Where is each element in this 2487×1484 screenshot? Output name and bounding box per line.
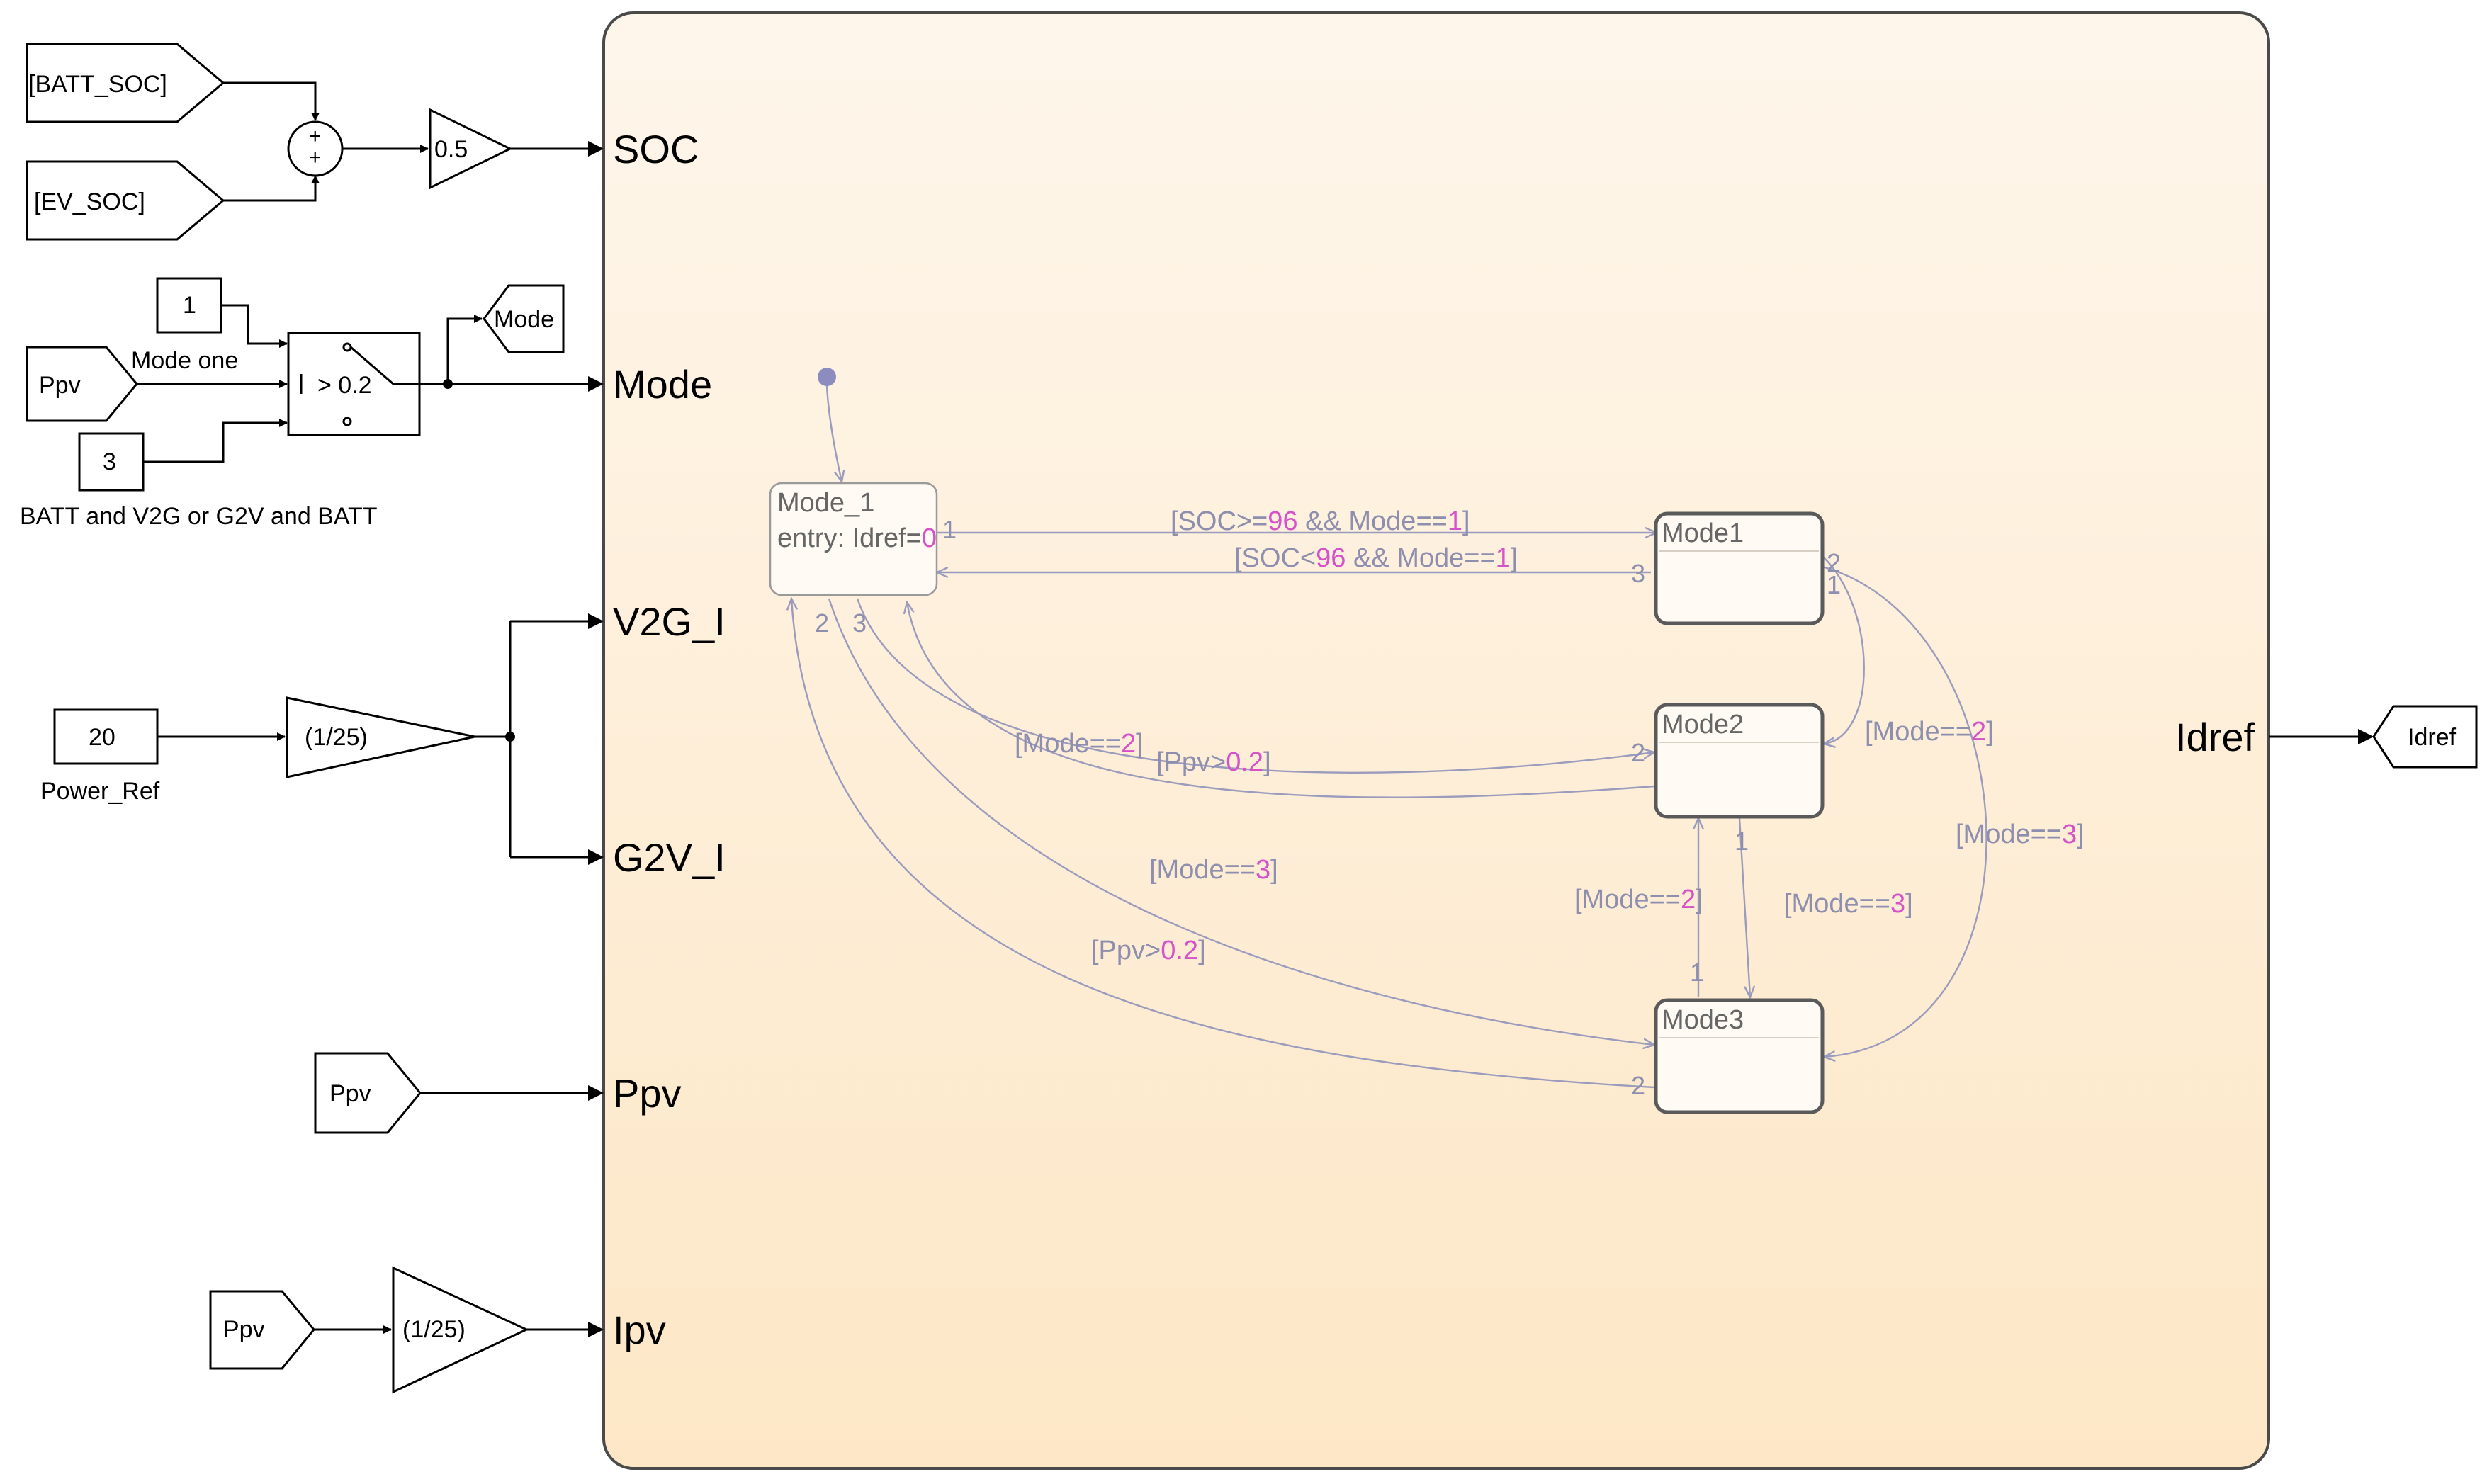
gain-half-label: 0.5: [434, 136, 468, 163]
const-one-value: 1: [183, 292, 196, 319]
const-one[interactable]: [156, 277, 222, 334]
svg-text:1: 1: [1827, 570, 1841, 599]
port-v2g-i: V2G_I: [613, 599, 726, 644]
switch-threshold: > 0.2: [317, 372, 372, 399]
sum-sign-top: +: [309, 125, 322, 148]
const-three-value: 3: [103, 448, 116, 475]
execution-orders: 1 3 2 3 2 1 2 1 1 2: [815, 515, 1841, 1100]
port-g2v-i: G2V_I: [613, 835, 726, 880]
port-ipv: Ipv: [613, 1308, 666, 1352]
gain-half[interactable]: [429, 108, 513, 190]
from-ev-soc-label: [EV_SOC]: [34, 188, 145, 215]
const-three[interactable]: [78, 432, 145, 492]
gain-div25-2[interactable]: [392, 1266, 529, 1394]
label-t2[interactable]: [SOC<96 && Mode==1]: [1234, 543, 1518, 573]
gain-div25[interactable]: [286, 696, 475, 778]
default-transition[interactable]: [825, 385, 842, 482]
power-ref-label: Power_Ref: [40, 778, 160, 805]
label-t5[interactable]: [Mode==2]: [1865, 717, 1994, 747]
transition-mode_1-to-mode3[interactable]: [828, 598, 1654, 1045]
transition-mode2-to-mode_1[interactable]: [907, 602, 1655, 798]
default-transition-dot: [818, 368, 836, 386]
port-idref: Idref: [2175, 715, 2255, 759]
sum-sign-bottom: +: [309, 146, 322, 169]
svg-text:2: 2: [1631, 1071, 1645, 1100]
state-mode2-name: Mode2: [1662, 710, 1744, 740]
chart-input-ports: SOC Mode V2G_I G2V_I Ppv Ipv: [420, 127, 726, 1352]
label-t9[interactable]: [Mode==2]: [1574, 885, 1703, 914]
state-mode1-name: Mode1: [1662, 519, 1744, 548]
svg-text:2: 2: [815, 608, 829, 638]
goto-idref-label: Idref: [2408, 724, 2457, 751]
label-t4[interactable]: [Ppv>0.2]: [1156, 747, 1271, 777]
from-batt-soc-label: [BATT_SOC]: [28, 71, 167, 98]
from-batt-soc[interactable]: [26, 43, 225, 123]
from-ppv-3[interactable]: [209, 1290, 315, 1370]
label-t8[interactable]: [Ppv>0.2]: [1091, 936, 1206, 965]
switch-caption: BATT and V2G or G2V and BATT: [20, 503, 378, 530]
state-mode3-name: Mode3: [1662, 1005, 1744, 1035]
goto-mode[interactable]: [483, 284, 565, 353]
state-mode-1-name: Mode_1: [777, 488, 874, 518]
gain-div25-label: (1/25): [305, 724, 368, 751]
transition-mode3-to-mode_1[interactable]: [791, 599, 1655, 1089]
label-t1[interactable]: [SOC>=96 && Mode==1]: [1171, 506, 1470, 536]
svg-text:1: 1: [1735, 827, 1749, 856]
from-ppv-3-label: Ppv: [223, 1316, 265, 1343]
transition-mode1-to-mode2[interactable]: [1822, 555, 1865, 744]
label-t3[interactable]: [Mode==2]: [1015, 729, 1144, 759]
gain-div25-2-label: (1/25): [402, 1316, 466, 1343]
state-mode3[interactable]: Mode3: [1654, 998, 1825, 1114]
const-twenty-value: 20: [89, 724, 115, 751]
label-t7[interactable]: [Mode==3]: [1149, 855, 1278, 885]
svg-text:3: 3: [852, 608, 867, 638]
state-mode2[interactable]: Mode2: [1654, 703, 1825, 819]
port-ppv: Ppv: [613, 1071, 682, 1116]
goto-mode-label: Mode: [494, 306, 554, 333]
svg-text:1: 1: [1690, 958, 1704, 987]
svg-text:2: 2: [1827, 548, 1841, 577]
state-mode-1-entry: entry: Idref=0: [777, 523, 937, 553]
from-ev-soc[interactable]: [26, 160, 225, 241]
state-mode-1[interactable]: Mode_1 entry: Idref=0: [769, 482, 938, 596]
from-ppv-1[interactable]: [26, 346, 138, 422]
state-mode1[interactable]: Mode1: [1654, 511, 1825, 625]
svg-text:3: 3: [1631, 559, 1645, 588]
port-mode: Mode: [613, 362, 712, 407]
label-t6[interactable]: [Mode==3]: [1956, 820, 2085, 849]
port-soc: SOC: [613, 127, 699, 171]
transition-mode2-to-mode3[interactable]: [1738, 817, 1750, 997]
svg-text:2: 2: [1631, 738, 1645, 767]
from-ppv-2-label: Ppv: [329, 1080, 371, 1107]
label-t10[interactable]: [Mode==3]: [1784, 889, 1913, 919]
from-ppv-2[interactable]: [314, 1052, 422, 1134]
transition-mode1-to-mode3[interactable]: [1822, 565, 1987, 1057]
stateflow-chart-block[interactable]: [602, 11, 2270, 1470]
from-ppv-1-label: Ppv: [39, 372, 81, 399]
goto-idref[interactable]: [2372, 705, 2478, 769]
switch-mode-one-label: Mode one: [131, 347, 238, 374]
chart-output-port: Idref Idref: [2175, 705, 2478, 769]
transition-mode_1-to-mode2[interactable]: [856, 598, 1654, 774]
svg-text:1: 1: [942, 515, 957, 544]
